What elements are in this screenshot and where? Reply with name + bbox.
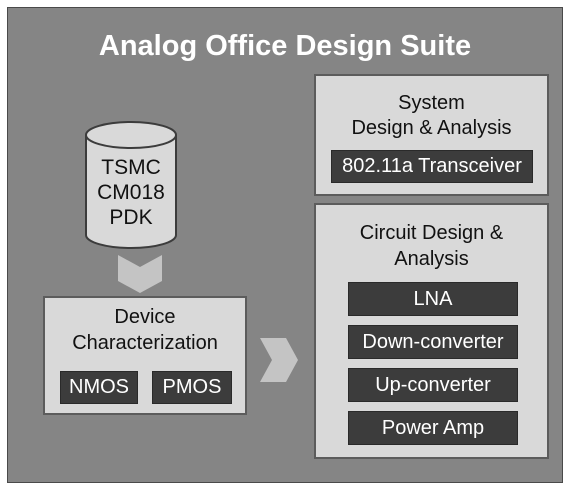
diagram-title: Analog Office Design Suite	[98, 30, 472, 62]
down-converter-chip: Down-converter	[348, 325, 518, 359]
pdk-line-1: TSMC	[101, 156, 161, 179]
pdk-line-3: PDK	[109, 206, 153, 229]
right-chevron-arrow	[260, 338, 298, 382]
device-characterization-title-line-2: Characterization	[72, 332, 218, 354]
down-chevron-arrow	[118, 255, 162, 293]
pmos-chip: PMOS	[152, 371, 232, 404]
pdk-database: TSMC CM018 PDK	[84, 121, 178, 251]
lna-chip: LNA	[348, 282, 518, 316]
database-cylinder-icon	[85, 121, 177, 249]
circuit-design-panel: Circuit Design & Analysis LNA Down-conve…	[314, 203, 549, 459]
circuit-design-title-line-1: Circuit Design &	[359, 222, 504, 244]
system-design-panel: System Design & Analysis 802.11a Transce…	[314, 74, 549, 196]
circuit-design-title-line-2: Analysis	[394, 248, 469, 270]
diagram-frame: Analog Office Design Suite TSMC CM018 PD…	[7, 7, 563, 483]
nmos-chip: NMOS	[60, 371, 138, 404]
power-amp-chip: Power Amp	[348, 411, 518, 445]
pdk-line-2: CM018	[97, 181, 165, 204]
system-design-title-line-1: System	[398, 92, 465, 114]
up-converter-chip: Up-converter	[348, 368, 518, 402]
system-design-title-line-2: Design & Analysis	[351, 117, 512, 139]
device-characterization-title-line-1: Device	[114, 306, 176, 328]
device-characterization-panel: Device Characterization NMOS PMOS	[43, 296, 247, 415]
transceiver-chip: 802.11a Transceiver	[331, 150, 533, 183]
